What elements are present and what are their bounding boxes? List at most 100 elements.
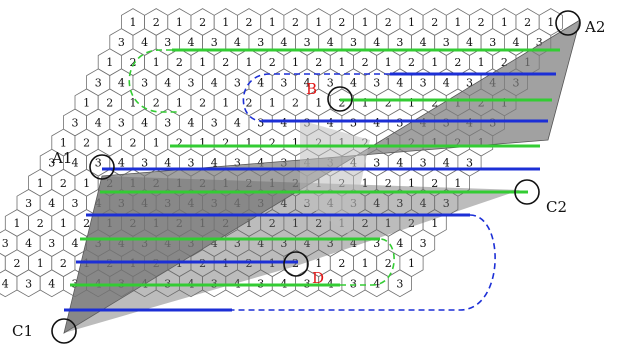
hex-cell-number: 4 (164, 76, 171, 89)
hex-cell-number: 2 (269, 137, 276, 150)
label-c1: C1 (12, 322, 33, 340)
hex-cell-number: 3 (164, 36, 171, 49)
hex-cell-number: 1 (338, 56, 345, 69)
hex-cell-number: 2 (478, 16, 485, 29)
label-b: B (306, 80, 317, 98)
hex-cell-number: 3 (211, 36, 218, 49)
hex-cell-number: 1 (176, 96, 183, 109)
hex-cell-number: 3 (118, 36, 125, 49)
hex-cell-number: 3 (350, 117, 357, 130)
hex-cell-number: 1 (269, 16, 276, 29)
hex-cell-number: 2 (292, 96, 299, 109)
hex-cell-number: 2 (222, 137, 229, 150)
hex-cell-number: 2 (338, 96, 345, 109)
hex-cell-number: 1 (199, 137, 206, 150)
hex-cell-number: 1 (362, 257, 369, 270)
hex-cell-number: 4 (373, 117, 380, 130)
hex-cell-number: 1 (269, 96, 276, 109)
hex-cell-number: 1 (408, 257, 415, 270)
hex-cell-number: 3 (234, 76, 241, 89)
hex-cell-number: 1 (454, 16, 461, 29)
hex-cell-number: 2 (176, 137, 183, 150)
hex-cell-number: 4 (118, 76, 125, 89)
hex-cell-number: 1 (14, 217, 21, 230)
hex-cell-number: 2 (292, 16, 299, 29)
hex-cell-number: 1 (315, 16, 322, 29)
hex-cell-number: 1 (292, 56, 299, 69)
hex-cell-number: 1 (60, 217, 67, 230)
hex-cell-number: 4 (396, 237, 403, 250)
label-c2: C2 (546, 198, 567, 216)
hex-cell-number: 1 (37, 177, 44, 190)
hex-cell-number: 1 (106, 56, 113, 69)
hex-cell-number: 3 (420, 76, 427, 89)
hex-cell-number: 2 (454, 56, 461, 69)
hex-cell-number: 1 (246, 137, 253, 150)
hex-cell-number: 4 (2, 277, 9, 290)
label-a1: A1 (51, 149, 72, 167)
hex-cell-number: 4 (466, 36, 473, 49)
hex-cell-number: 3 (327, 76, 334, 89)
hex-cell-number: 4 (72, 157, 79, 170)
hex-cell-number: 1 (478, 56, 485, 69)
hex-cell-number: 1 (246, 56, 253, 69)
hex-cell-number: 2 (153, 16, 160, 29)
hex-cell-number: 1 (60, 137, 67, 150)
hex-cell-number: 3 (396, 36, 403, 49)
hex-cell-number: 3 (141, 76, 148, 89)
hex-cell-number: 2 (246, 16, 253, 29)
hex-cell-number: 2 (338, 16, 345, 29)
hex-cell-number: 3 (396, 277, 403, 290)
hex-cell-number: 1 (222, 16, 229, 29)
hex-cell-number: 1 (362, 96, 369, 109)
hex-cell-number: 3 (164, 117, 171, 130)
hex-cell-number: 3 (72, 197, 79, 210)
hex-cell-number: 4 (188, 117, 195, 130)
hex-cell-number: 2 (362, 56, 369, 69)
hex-cell-number: 1 (292, 137, 299, 150)
hex-cell-number: 2 (199, 96, 206, 109)
hex-cell-number: 2 (14, 257, 21, 270)
hex-cell-number: 2 (385, 16, 392, 29)
hex-cell-number: 4 (25, 237, 32, 250)
hex-cell-number: 1 (408, 96, 415, 109)
hex-cell-number: 3 (373, 76, 380, 89)
hex-cell-number: 3 (25, 277, 32, 290)
hex-cell-number: 2 (338, 257, 345, 270)
hex-cell-number: 3 (489, 36, 496, 49)
hex-cell-number: 1 (222, 96, 229, 109)
hex-cell-number: 4 (234, 36, 241, 49)
hex-cell-number: 4 (280, 117, 287, 130)
hex-cell-number: 3 (350, 36, 357, 49)
hex-cell-number: 1 (130, 16, 137, 29)
hex-cell-number: 4 (396, 76, 403, 89)
hex-cell-number: 4 (48, 197, 55, 210)
hex-cell-number: 4 (420, 36, 427, 49)
hex-cell-number: 3 (211, 117, 218, 130)
hex-cell-number: 2 (83, 137, 90, 150)
hex-cell-number: 4 (141, 117, 148, 130)
hex-cell-number: 1 (176, 16, 183, 29)
hex-cell-number: 2 (199, 16, 206, 29)
hex-cell-number: 3 (443, 36, 450, 49)
hex-cell-number: 3 (25, 197, 32, 210)
hex-cell-number: 1 (83, 96, 90, 109)
hex-cell-number: 3 (257, 36, 264, 49)
hex-cell-number: 2 (269, 56, 276, 69)
hex-cell-number: 1 (37, 257, 44, 270)
label-d: D (312, 269, 324, 287)
hex-cell-number: 3 (350, 277, 357, 290)
hex-cell-number: 3 (95, 76, 102, 89)
hex-cell-number: 2 (408, 56, 415, 69)
hex-cell-number: 2 (153, 96, 160, 109)
hex-cell-number: 2 (176, 56, 183, 69)
hex-cell-number: 4 (211, 76, 218, 89)
hex-cell-number: 4 (350, 76, 357, 89)
hex-cell-number: 1 (547, 16, 554, 29)
hex-cell-number: 4 (48, 277, 55, 290)
hex-cell-number: 1 (83, 177, 90, 190)
hex-cell-number: 3 (420, 237, 427, 250)
hex-cell-number: 3 (257, 117, 264, 130)
hex-cell-number: 3 (95, 157, 102, 170)
